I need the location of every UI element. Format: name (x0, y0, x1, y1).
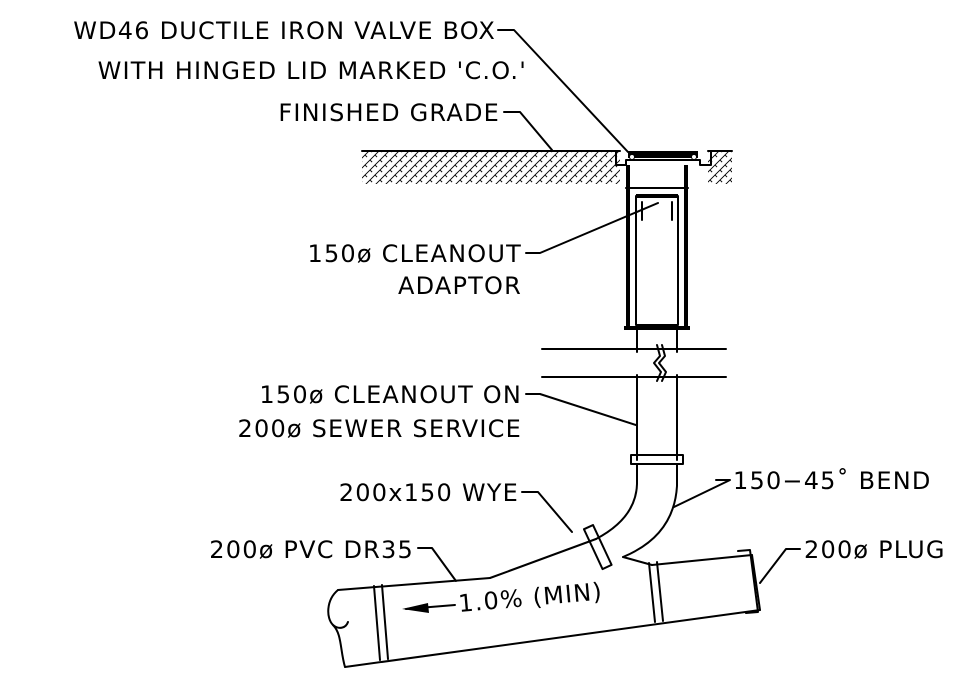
finished-grade-ground (361, 150, 733, 184)
adaptor-label-line2: ADAPTOR (398, 272, 522, 300)
bend-45 (582, 463, 678, 571)
leader-lines (417, 29, 801, 584)
slope-arrow (402, 603, 456, 613)
cleanout-label-line1: 150ø CLEANOUT ON (259, 381, 522, 409)
wye-label: 200x150 WYE (339, 479, 519, 507)
cleanout-adaptor (635, 194, 679, 326)
valve-box-label-line1: WD46 DUCTILE IRON VALVE BOX (73, 17, 496, 45)
pvc-label: 200ø PVC DR35 (209, 536, 414, 564)
main-pvc-pipe (327, 549, 761, 668)
valve-box-label-line2: WITH HINGED LID MARKED 'C.O.' (98, 57, 527, 85)
cleanout-label-line2: 200ø SEWER SERVICE (238, 415, 523, 443)
adaptor-label-line1: 150ø CLEANOUT (307, 240, 522, 268)
valve-box (615, 151, 712, 330)
wye-fitting (489, 538, 653, 579)
plug-label: 200ø PLUG (804, 536, 946, 564)
cleanout-riser-pipe (541, 327, 727, 465)
bend-label: 150−45˚ BEND (733, 467, 932, 495)
finished-grade-label: FINISHED GRADE (278, 99, 500, 127)
slope-label: 1.0% (MIN) (457, 577, 604, 618)
